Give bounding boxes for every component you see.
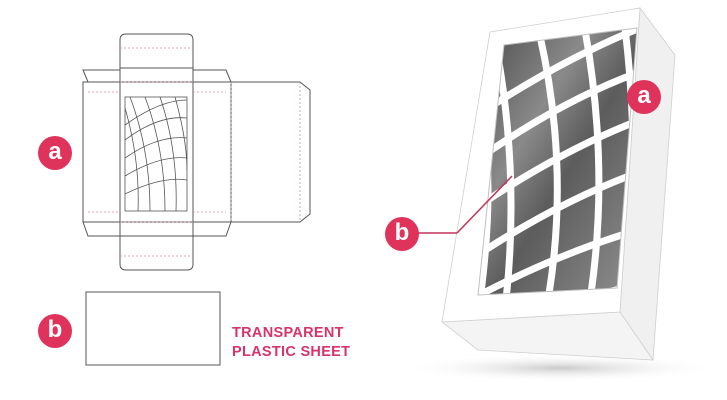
caption-line-1: TRANSPARENT: [232, 325, 344, 341]
leader-line-b-diagonal: [456, 175, 513, 234]
dieline-top-flap: [119, 33, 194, 69]
plastic-sheet-outline: [85, 291, 221, 366]
plastic-sheet-caption: TRANSPARENT PLASTIC SHEET: [232, 324, 350, 362]
dieline-left-panel: [82, 81, 121, 223]
dieline-fold-lines: [88, 47, 301, 257]
label-a-dieline: a: [38, 136, 72, 170]
dieline-back-panel: [230, 81, 311, 223]
dieline-box-template: [82, 33, 311, 271]
label-a-box: a: [627, 80, 661, 114]
dieline-left-lower-flap: [82, 221, 121, 237]
dieline-lattice-window: [124, 96, 188, 212]
label-b-box: b: [385, 217, 419, 251]
caption-line-2: PLASTIC SHEET: [232, 344, 351, 360]
dieline-bottom-flap: [119, 235, 194, 271]
dieline-bottom-tuck: [119, 221, 194, 237]
dieline-right-panel: [192, 81, 232, 223]
box-shadow: [400, 354, 720, 382]
dieline-right-lower-flap: [192, 221, 232, 237]
dieline-right-upper-flap: [192, 69, 232, 83]
label-b-sheet: b: [38, 314, 72, 348]
dieline-left-upper-flap: [82, 69, 121, 83]
dieline-top-tuck: [119, 67, 194, 83]
